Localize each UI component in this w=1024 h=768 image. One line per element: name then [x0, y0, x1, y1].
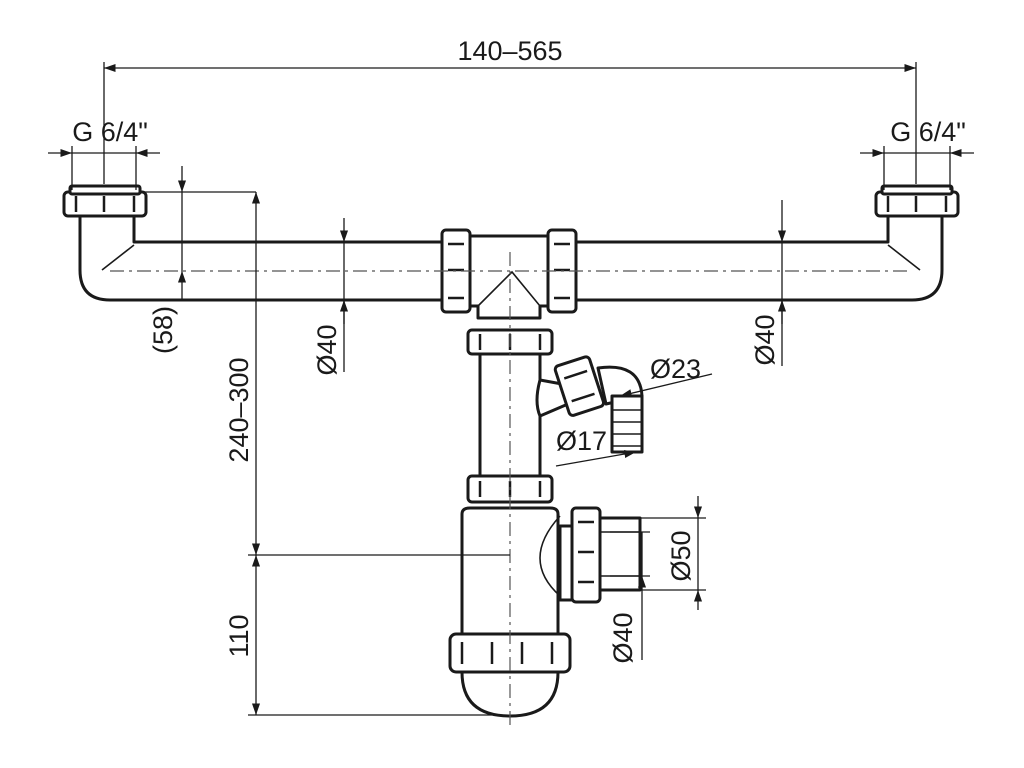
svg-text:G 6/4": G 6/4" — [890, 117, 966, 147]
horizontal-drain-pipe — [78, 214, 944, 320]
trap-inner-curve — [539, 515, 561, 597]
svg-text:(58): (58) — [148, 306, 178, 354]
dimension-height-range: 240–300 — [224, 192, 510, 556]
svg-text:Ø23: Ø23 — [650, 354, 701, 384]
svg-text:G 6/4": G 6/4" — [72, 117, 148, 147]
right-elbow-inner-line — [887, 244, 921, 271]
svg-text:Ø40: Ø40 — [312, 324, 342, 375]
outlet-nut — [570, 506, 602, 604]
svg-text:140–565: 140–565 — [457, 36, 562, 66]
side-hose-connector — [535, 355, 644, 454]
left-drain-elbow — [78, 214, 448, 302]
left-inlet-nut — [62, 184, 148, 218]
svg-text:240–300: 240–300 — [224, 357, 254, 462]
dimension-left-pipe-diameter: Ø40 — [312, 218, 349, 376]
dimension-hose-inner-diameter: Ø17 — [555, 426, 637, 467]
hose-barb — [610, 394, 644, 454]
dimension-right-thread: G 6/4" — [860, 117, 974, 190]
dimension-trap-depth: 110 — [224, 555, 492, 716]
svg-text:Ø50: Ø50 — [666, 530, 696, 581]
right-drain-elbow — [570, 214, 944, 302]
left-elbow-inner-line — [101, 244, 135, 271]
dimension-inlet-offset: (58) — [140, 166, 256, 354]
dimension-right-pipe-diameter: Ø40 — [750, 200, 787, 366]
dimension-overall-width: 140–565 — [103, 36, 917, 184]
svg-text:Ø40: Ø40 — [608, 612, 638, 663]
svg-text:Ø40: Ø40 — [750, 314, 780, 365]
central-tee-body — [466, 234, 552, 320]
bottle-trap — [448, 506, 642, 718]
svg-text:Ø17: Ø17 — [556, 426, 607, 456]
outlet-pipe — [598, 516, 642, 592]
right-inlet-nut — [874, 184, 960, 218]
dimension-hose-outer-diameter: Ø23 — [619, 354, 713, 398]
dimension-outlet-diameter-large: Ø50 — [620, 496, 706, 610]
dimension-left-thread: G 6/4" — [48, 117, 160, 190]
dimension-outlet-diameter-small: Ø40 — [608, 531, 650, 664]
svg-text:110: 110 — [224, 614, 254, 657]
tee-inner-line — [477, 270, 541, 307]
connector-nut — [553, 355, 605, 417]
